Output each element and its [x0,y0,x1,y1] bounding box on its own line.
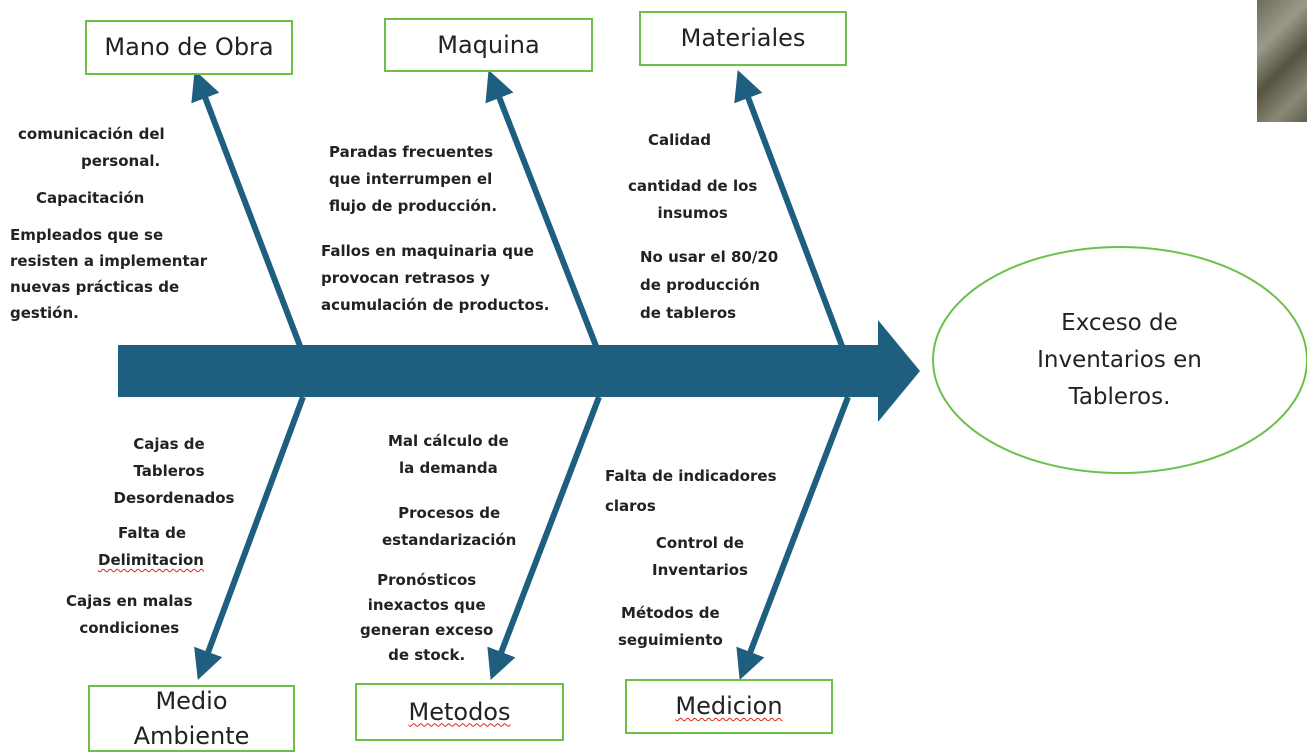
cause-metodos-seguimiento: Métodos de seguimiento [618,600,723,654]
cause-capacitacion: Capacitación [36,185,144,212]
cause-mal-calculo: Mal cálculo de la demanda [388,428,509,482]
cause-text-line: Falta de [118,524,187,542]
cause-text-line: estandarización [382,531,517,549]
bone-mano-de-obra [191,69,303,348]
cause-text-line: Control de [655,534,745,552]
cause-comunicacion: comunicación del personal. [18,121,165,175]
cause-pronosticos: Pronósticos inexactos que generan exceso… [360,568,493,668]
category-mano-de-obra: Mano de Obra [85,20,293,75]
category-materiales: Materiales [639,11,847,66]
cause-text-line: Inventarios [652,561,748,579]
cause-control: Control de Inventarios [652,530,748,584]
category-maquina: Maquina [384,18,593,72]
bone-maquina [485,70,599,348]
cause-text-line: Fallos en maquinaria que [321,242,534,260]
cause-text-line: nuevas prácticas de [10,278,180,296]
cause-text-line: inexactos que [367,596,486,614]
cause-cajas-tableros: Cajas de Tableros Desordenados [110,431,238,512]
cause-text-line: Procesos de [398,504,501,522]
category-materiales-label: Materiales [680,24,806,53]
cause-text-line: gestión. [10,304,79,322]
effect-ellipse [932,246,1307,474]
cause-text-line: Desordenados [113,489,235,507]
category-medio-ambiente-line2: Ambiente [133,721,250,750]
cause-text-line: Cajas en malas [66,592,193,610]
cause-text-line: Delimitacion [98,551,204,569]
cause-calidad: Calidad [648,127,711,154]
cause-text-line: acumulación de productos. [321,296,550,314]
cause-text-line: provocan retrasos y [321,269,490,287]
cause-text-line: claros [605,497,656,515]
cause-text-line: generan exceso [360,621,494,639]
main-spine-arrow [118,320,920,422]
cause-paradas: Paradas frecuentes que interrumpen el fl… [329,139,497,220]
cause-cantidad: cantidad de los insumos [628,173,757,227]
cause-text-line: condiciones [79,619,180,637]
cause-text-line: de stock. [388,646,466,664]
cause-text-line: de producción [640,276,760,294]
cause-text-line: Empleados que se [10,226,164,244]
cause-text-line: Paradas frecuentes [329,143,494,161]
cause-text-line: cantidad de los [628,177,758,195]
cause-procesos: Procesos de estandarización [382,500,516,554]
cause-text-line: No usar el 80/20 [640,248,779,266]
cause-cajas-malas: Cajas en malas condiciones [66,588,193,642]
effect-line-3: Tableros. [1068,383,1171,410]
category-maquina-label: Maquina [437,30,540,59]
category-medicion-label: Medicion [675,692,783,721]
category-medio-ambiente-line1: Medio [155,686,228,715]
cause-text-line: seguimiento [618,631,723,649]
cause-text-line: de tableros [640,304,737,322]
cause-text-line: flujo de producción. [329,197,498,215]
cause-text-line: Capacitación [36,189,145,207]
bone-medio-ambiente [194,395,306,681]
bone-medicion [736,395,851,681]
cause-text-line: Métodos de [621,604,720,622]
cause-text-line: Mal cálculo de [388,432,509,450]
bone-materiales [734,69,845,348]
cause-falta-indicadores: Falta de indicadores claros [605,461,777,521]
cause-text-line: la demanda [399,459,498,477]
effect-text: Exceso de Inventarios en Tableros. [932,246,1307,474]
category-mano-de-obra-label: Mano de Obra [104,33,274,62]
cause-text-line: Cajas de [133,435,205,453]
cause-fallos: Fallos en maquinaria que provocan retras… [321,238,550,319]
category-medicion: Medicion [625,679,833,734]
cause-empleados: Empleados que se resisten a implementar … [10,222,207,326]
cause-text-line: personal. [81,152,161,170]
cause-text-line: Tableros [133,462,205,480]
category-medio-ambiente: Medio Ambiente [88,685,295,752]
cause-text-line: que interrumpen el [329,170,493,188]
cause-text-line: Falta de indicadores [605,467,777,485]
cause-falta-delimitacion: Falta de Delimitacion [98,520,204,574]
cause-text-line: Calidad [648,131,712,149]
cause-no-usar: No usar el 80/20 de producción de tabler… [640,243,778,327]
bone-metodos [487,395,602,681]
effect-line-2: Inventarios en [1037,346,1202,373]
category-metodos: Metodos [355,683,564,741]
cause-text-line: Pronósticos [377,571,477,589]
cause-text-line: comunicación del [18,125,165,143]
category-metodos-label: Metodos [408,697,511,726]
cause-text-line: resisten a implementar [10,252,208,270]
cause-text-line: insumos [657,204,728,222]
corner-photo [1257,0,1307,122]
effect-line-1: Exceso de [1061,309,1178,336]
